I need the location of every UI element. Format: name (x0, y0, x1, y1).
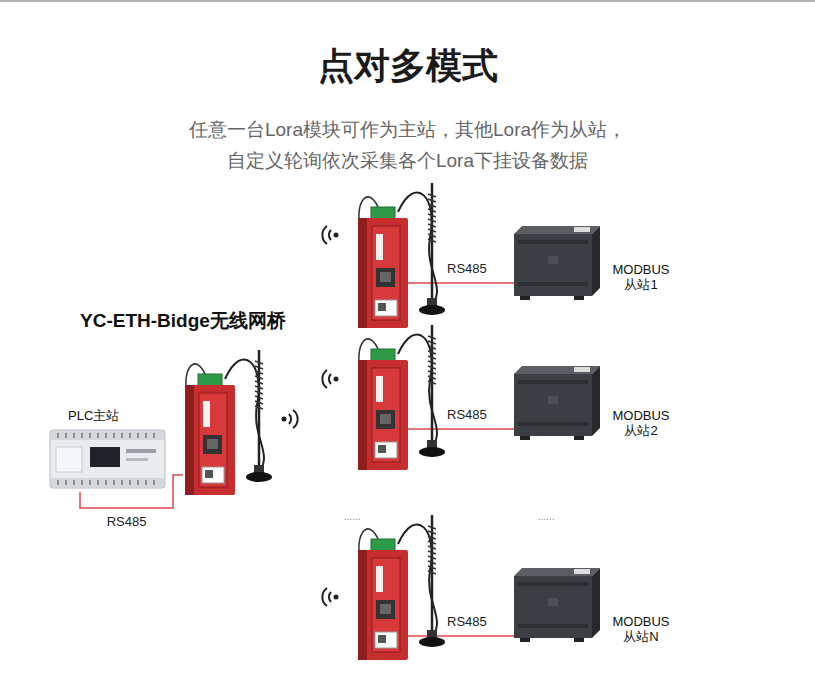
wireless-bridge-device (185, 350, 272, 495)
plc-stripe (126, 449, 156, 453)
label-slot: RS485 (447, 259, 487, 277)
plc-display (90, 447, 120, 467)
wireless-signal (322, 588, 338, 606)
modbus-device (514, 226, 600, 300)
modbus-slave: MODBUS 从站1 (512, 222, 680, 304)
edge-label-slot: RS485 (107, 512, 147, 530)
diagram-title: 点对多模式 (318, 44, 498, 88)
wireless-signal (282, 410, 298, 428)
signal-name: RS485 (447, 614, 487, 630)
continuation-dots: ...... (344, 511, 361, 523)
wireless-signal (322, 370, 338, 388)
wireless-bridge-device (358, 325, 445, 470)
signal-name: RS485 (447, 407, 487, 423)
rs485-wire (408, 635, 516, 637)
continuation-dots: ...... (538, 511, 555, 523)
signal-name: RS485 (107, 514, 147, 530)
wireless-bridge: YC-ETH-Bidge无线网桥 (183, 376, 239, 500)
modbus-slave: MODBUS 从站N (512, 564, 680, 648)
rs485-cable (80, 475, 183, 508)
modbus-slave: MODBUS 从站2 (512, 362, 680, 444)
label-slot: ...... (538, 506, 555, 524)
wireless-bridge-device (358, 183, 445, 328)
rs485-wire (408, 282, 516, 284)
plc-master: PLC主站 (48, 428, 168, 492)
modbus-device (514, 366, 600, 440)
title-slot: 点对多模式 (0, 44, 815, 88)
label-slot: RS485 (447, 612, 487, 630)
label-slot: 任意一台Lora模块可作为主站，其他Lora作为从站， 自定义轮询依次采集各个L… (122, 114, 693, 176)
plc-cover (56, 447, 82, 472)
plc-terminal-row (51, 478, 164, 487)
wireless-bridge-device (358, 515, 445, 660)
subtitle-text: 任意一台Lora模块可作为主站，其他Lora作为从站， 自定义轮询依次采集各个L… (122, 114, 693, 176)
node-text: MODBUS 从站2 (606, 408, 676, 438)
wireless-signal (322, 226, 338, 244)
rs485-wire (408, 428, 516, 430)
plc-stripe (126, 458, 148, 461)
signal-name: RS485 (447, 261, 487, 277)
top-border (0, 0, 815, 2)
node-text: MODBUS 从站N (606, 614, 676, 644)
plc-device (50, 430, 165, 488)
node-text: MODBUS 从站1 (606, 262, 676, 292)
plc-body (50, 430, 165, 488)
node-text: YC-ETH-Bidge无线网桥 (80, 310, 286, 333)
label-slot: RS485 (447, 405, 487, 423)
node-text: PLC主站 (68, 408, 119, 424)
plc-terminal-row (51, 431, 164, 440)
label-slot: ...... (344, 506, 361, 524)
modbus-device (514, 568, 600, 642)
